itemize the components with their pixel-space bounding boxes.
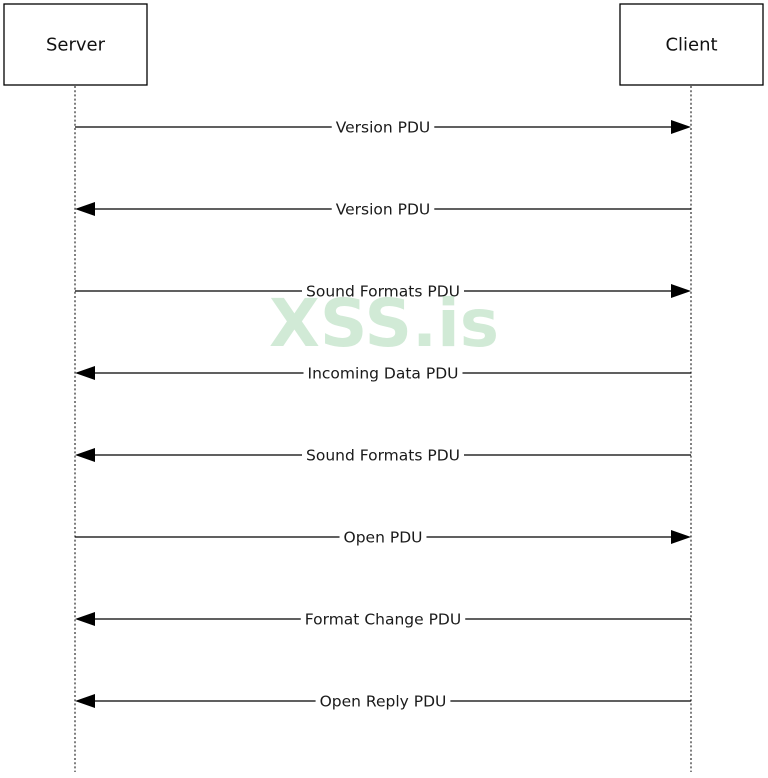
- message-label-background: [302, 282, 464, 300]
- arrowhead: [75, 448, 95, 462]
- message-label-background: [303, 364, 463, 382]
- arrowhead: [75, 612, 95, 626]
- client-actor-label: Client: [665, 35, 717, 56]
- arrowhead: [671, 120, 691, 134]
- message-label: Format Change PDU: [305, 611, 461, 629]
- message-4: Incoming Data PDU: [75, 364, 691, 383]
- message-label: Open Reply PDU: [320, 693, 447, 711]
- message-2: Version PDU: [75, 200, 691, 219]
- message-label-background: [331, 118, 435, 136]
- arrowhead: [75, 694, 95, 708]
- watermark-text: XSS.is: [269, 285, 499, 362]
- messages: Version PDU Version PDU Sound Formats PDU I…: [75, 118, 691, 711]
- message-label-background: [315, 692, 451, 710]
- actors: Server Client: [3, 3, 764, 86]
- lifelines: [74, 86, 692, 772]
- message-6: Open PDU: [75, 528, 691, 547]
- message-label-background: [302, 446, 464, 464]
- arrowhead: [671, 530, 691, 544]
- message-label: Incoming Data PDU: [308, 365, 459, 383]
- message-1: Version PDU: [75, 118, 691, 137]
- message-label-background: [300, 610, 466, 628]
- message-8: Open Reply PDU: [75, 692, 691, 711]
- arrowhead: [75, 366, 95, 380]
- message-7: Format Change PDU: [75, 610, 691, 629]
- arrowhead: [671, 284, 691, 298]
- message-label: Version PDU: [336, 119, 431, 137]
- message-label: Open PDU: [344, 529, 423, 547]
- message-label: Sound Formats PDU: [306, 447, 460, 465]
- message-label: Version PDU: [336, 201, 431, 219]
- client-actor-box: [619, 3, 764, 86]
- message-label-background: [339, 528, 427, 546]
- message-label-background: [331, 200, 435, 218]
- message-3: Sound Formats PDU: [75, 282, 691, 301]
- message-5: Sound Formats PDU: [75, 446, 691, 465]
- server-actor-box: [3, 3, 148, 86]
- server-actor-label: Server: [46, 35, 106, 56]
- message-label: Sound Formats PDU: [306, 283, 460, 301]
- arrowhead: [75, 202, 95, 216]
